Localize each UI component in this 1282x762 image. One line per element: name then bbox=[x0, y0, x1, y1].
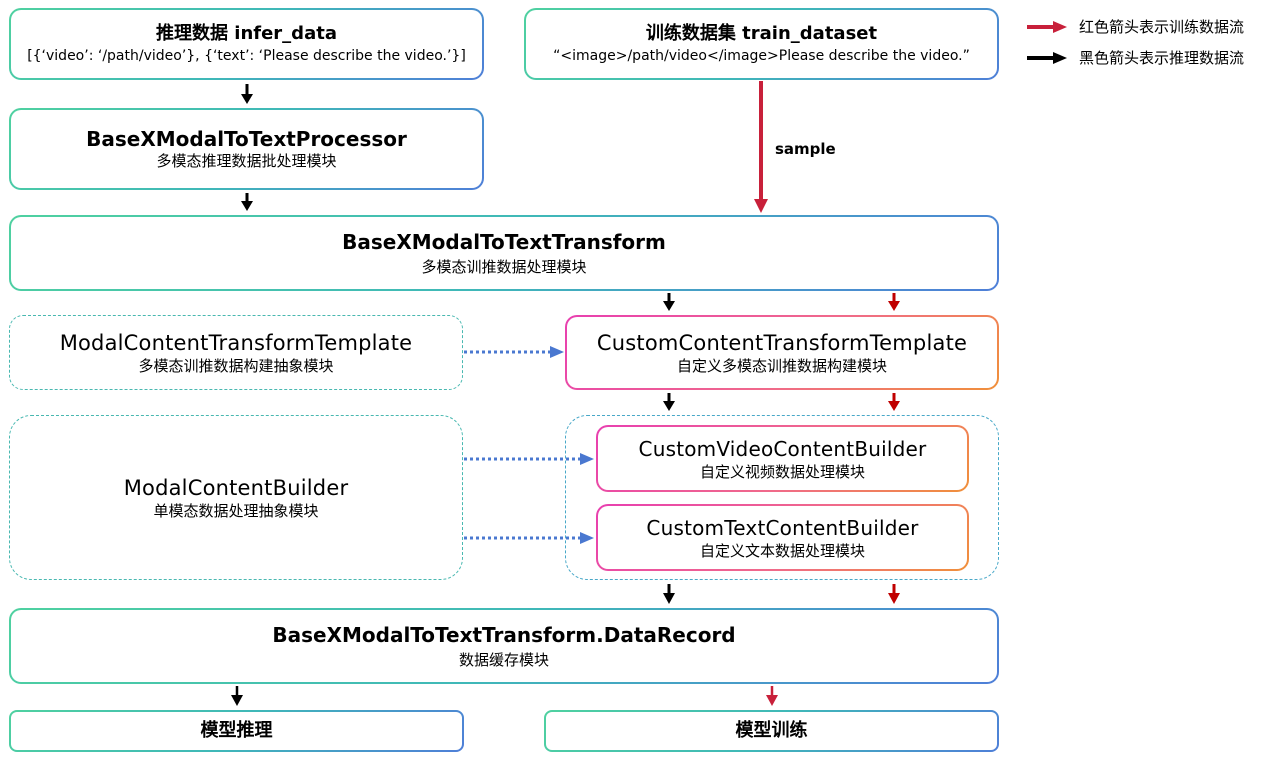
train-arrow bbox=[888, 293, 900, 311]
train-arrow bbox=[766, 686, 778, 706]
node-text-builder: CustomTextContentBuilder 自定义文本数据处理模块 bbox=[596, 504, 969, 571]
node-title: ModalContentTransformTemplate bbox=[59, 330, 413, 355]
node-title: CustomContentTransformTemplate bbox=[596, 330, 968, 355]
node-subtitle: 多模态训推数据构建抽象模块 bbox=[138, 356, 334, 375]
infer-arrow bbox=[663, 393, 675, 411]
infer-arrow bbox=[241, 84, 253, 104]
train-arrow-sample bbox=[754, 81, 768, 213]
node-training: 模型训练 bbox=[544, 710, 999, 752]
node-title: 推理数据 infer_data bbox=[156, 23, 337, 44]
infer-arrow bbox=[231, 686, 243, 706]
node-subtitle: 单模态数据处理抽象模块 bbox=[153, 501, 319, 520]
node-subtitle: 多模态推理数据批处理模块 bbox=[156, 152, 337, 170]
legend-infer-flow: 黑色箭头表示推理数据流 bbox=[1025, 47, 1244, 68]
node-subtitle: 数据缓存模块 bbox=[458, 650, 549, 669]
node-infer-data: 推理数据 infer_data [{‘video’: ‘/path/video’… bbox=[9, 8, 484, 80]
node-modal-template: ModalContentTransformTemplate 多模态训推数据构建抽… bbox=[9, 315, 463, 390]
black-arrow-icon bbox=[1027, 51, 1067, 64]
node-title: 模型训练 bbox=[735, 720, 808, 741]
node-title: 训练数据集 train_dataset bbox=[645, 23, 878, 44]
legend-train-flow: 红色箭头表示训练数据流 bbox=[1025, 16, 1244, 37]
node-title: 模型推理 bbox=[200, 720, 273, 741]
inherit-arrow-template bbox=[464, 346, 564, 358]
train-arrow bbox=[888, 393, 900, 411]
node-title: BaseXModalToTextProcessor bbox=[86, 127, 407, 151]
infer-arrow bbox=[241, 193, 253, 211]
node-title: CustomVideoContentBuilder bbox=[638, 436, 927, 461]
node-subtitle: 多模态训推数据处理模块 bbox=[421, 257, 587, 276]
node-subtitle: [{‘video’: ‘/path/video’}, {‘text’: ‘Ple… bbox=[27, 48, 466, 64]
node-title: BaseXModalToTextTransform bbox=[342, 229, 666, 254]
node-title: CustomTextContentBuilder bbox=[646, 515, 919, 540]
node-subtitle: “<image>/path/video</image>Please descri… bbox=[553, 48, 970, 64]
infer-arrow bbox=[663, 584, 675, 604]
node-subtitle: 自定义视频数据处理模块 bbox=[699, 462, 865, 481]
node-title: ModalContentBuilder bbox=[123, 475, 349, 500]
node-transform: BaseXModalToTextTransform 多模态训推数据处理模块 bbox=[9, 215, 999, 291]
node-subtitle: 自定义文本数据处理模块 bbox=[699, 541, 865, 560]
node-inference: 模型推理 bbox=[9, 710, 464, 752]
legend-train-label: 红色箭头表示训练数据流 bbox=[1079, 18, 1245, 36]
node-train-dataset: 训练数据集 train_dataset “<image>/path/video<… bbox=[524, 8, 999, 80]
node-subtitle: 自定义多模态训推数据构建模块 bbox=[676, 356, 887, 375]
edge-label-sample: sample bbox=[775, 140, 836, 158]
legend-infer-label: 黑色箭头表示推理数据流 bbox=[1079, 49, 1245, 67]
infer-arrow bbox=[663, 293, 675, 311]
node-data-record: BaseXModalToTextTransform.DataRecord 数据缓… bbox=[9, 608, 999, 684]
node-processor: BaseXModalToTextProcessor 多模态推理数据批处理模块 bbox=[9, 108, 484, 190]
node-video-builder: CustomVideoContentBuilder 自定义视频数据处理模块 bbox=[596, 425, 969, 492]
node-custom-template: CustomContentTransformTemplate 自定义多模态训推数… bbox=[565, 315, 999, 390]
red-arrow-icon bbox=[1027, 20, 1067, 33]
train-arrow bbox=[888, 584, 900, 604]
node-title: BaseXModalToTextTransform.DataRecord bbox=[272, 622, 736, 647]
node-modal-builder: ModalContentBuilder 单模态数据处理抽象模块 bbox=[9, 415, 463, 580]
custom-builders-group bbox=[565, 415, 999, 580]
